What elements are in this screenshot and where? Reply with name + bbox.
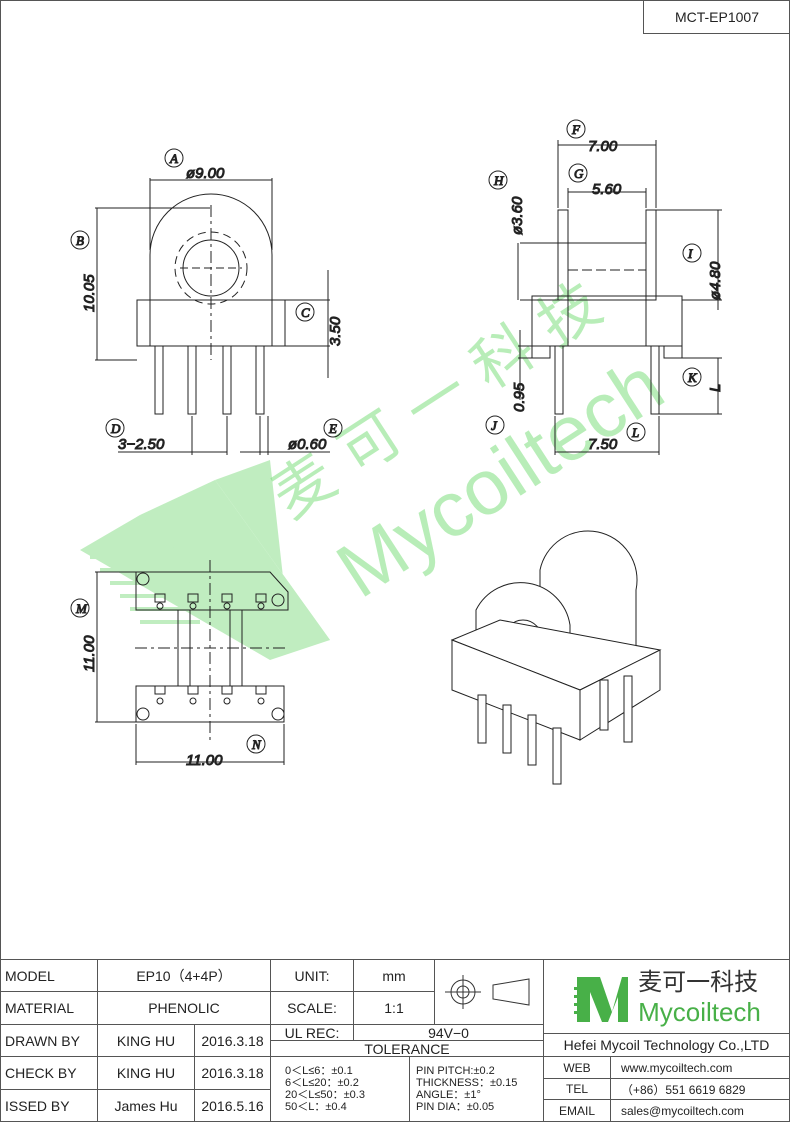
dim-a-value: ø9.00 xyxy=(186,165,225,182)
tol-line: 20＜L≤50：±0.3 xyxy=(285,1089,365,1101)
unit-value: mm xyxy=(353,959,435,992)
tol-line: 50＜L：±0.4 xyxy=(285,1101,347,1113)
label-n: N xyxy=(251,737,262,752)
logo-text-cn: 麦可一科技 xyxy=(638,967,759,996)
material-label: MATERIAL xyxy=(0,991,98,1025)
dim-b-value: 10.05 xyxy=(81,274,98,312)
drawn-label: DRAWN BY xyxy=(0,1024,98,1057)
issued-name: James Hu xyxy=(97,1089,195,1122)
check-label: CHECK BY xyxy=(0,1056,98,1090)
tolerance-label: TOLERANCE xyxy=(270,1040,544,1057)
logo-text-en: Mycoiltech xyxy=(638,996,761,1027)
check-name: KING HU xyxy=(97,1056,195,1090)
tolerance-other: PIN PITCH:±0.2 THICKNESS：±0.15 ANGLE：±1°… xyxy=(409,1056,544,1122)
label-f: F xyxy=(571,122,581,137)
issued-label: ISSED BY xyxy=(0,1089,98,1122)
dim-e-value: ø0.60 xyxy=(288,436,327,453)
dim-g-value: 5.60 xyxy=(592,181,622,198)
tol-line: 6＜L≤20：±0.2 xyxy=(285,1077,359,1089)
email-label: EMAIL xyxy=(543,1099,611,1122)
document-number: MCT-EP1007 xyxy=(643,0,790,34)
label-b: B xyxy=(76,233,84,248)
scale-value: 1:1 xyxy=(353,991,435,1025)
dim-k-value: L xyxy=(707,384,724,392)
label-g: G xyxy=(574,166,584,181)
projection-icon xyxy=(445,975,530,1009)
label-h: H xyxy=(493,173,504,188)
logo-mark xyxy=(574,976,629,1022)
check-date: 2016.3.18 xyxy=(194,1056,271,1090)
dim-c-value: 3.50 xyxy=(327,316,344,346)
material-value: PHENOLIC xyxy=(97,991,271,1025)
tel-label: TEL xyxy=(543,1078,611,1100)
drawn-date: 2016.3.18 xyxy=(194,1024,271,1057)
label-a: A xyxy=(169,151,178,166)
dim-j-value: 0.95 xyxy=(511,382,528,412)
dim-d-value: 3−2.50 xyxy=(118,436,165,453)
company-logo: 麦可一科技 Mycoiltech xyxy=(543,959,790,1034)
dim-l-value: 7.50 xyxy=(588,436,618,453)
label-d: D xyxy=(110,421,121,436)
tolerance-length: 0＜L≤6：±0.1 6＜L≤20：±0.2 20＜L≤50：±0.3 50＜L… xyxy=(270,1056,410,1122)
dim-f-value: 7.00 xyxy=(588,138,618,155)
web-value: www.mycoiltech.com xyxy=(610,1056,790,1079)
label-i: I xyxy=(687,246,693,261)
unit-label: UNIT: xyxy=(270,959,354,992)
label-l: L xyxy=(631,425,639,440)
dim-n-value: 11.00 xyxy=(186,752,223,769)
model-value: EP10（4+4P） xyxy=(97,959,271,992)
bottom-view xyxy=(70,560,289,765)
web-label: WEB xyxy=(543,1056,611,1079)
tol-line: THICKNESS：±0.15 xyxy=(416,1077,518,1089)
tol-line: PIN PITCH:±0.2 xyxy=(416,1065,495,1077)
drawn-name: KING HU xyxy=(97,1024,195,1057)
tel-value: （+86）551 6619 6829 xyxy=(610,1078,790,1100)
projection-symbol xyxy=(434,959,544,1025)
dim-m-value: 11.00 xyxy=(81,635,98,672)
company-name: Hefei Mycoil Technology Co.,LTD xyxy=(543,1033,790,1057)
label-c: C xyxy=(301,305,310,320)
label-e: E xyxy=(328,421,337,436)
label-m: M xyxy=(75,601,88,616)
technical-drawing: 麦 可 一 科 技 Mycoiltech xyxy=(70,119,725,785)
issued-date: 2016.5.16 xyxy=(194,1089,271,1122)
email-value: sales@mycoiltech.com xyxy=(610,1099,790,1122)
dim-i-value: ø4.80 xyxy=(707,261,724,300)
label-k: K xyxy=(687,370,698,385)
dim-h-value: ø3.60 xyxy=(509,196,526,235)
label-j: J xyxy=(491,418,498,433)
title-block: MODEL EP10（4+4P） MATERIAL PHENOLIC DRAWN… xyxy=(0,959,790,1122)
tol-line: 0＜L≤6：±0.1 xyxy=(285,1065,353,1077)
scale-label: SCALE: xyxy=(270,991,354,1025)
ul-label: UL REC: xyxy=(270,1024,354,1041)
side-view xyxy=(485,119,722,455)
tol-line: PIN DIA：±0.05 xyxy=(416,1101,495,1113)
front-view xyxy=(70,148,343,455)
model-label: MODEL xyxy=(0,959,98,992)
isometric-view xyxy=(450,530,662,785)
ul-value: 94V−0 xyxy=(353,1024,544,1041)
tol-line: ANGLE：±1° xyxy=(416,1089,481,1101)
